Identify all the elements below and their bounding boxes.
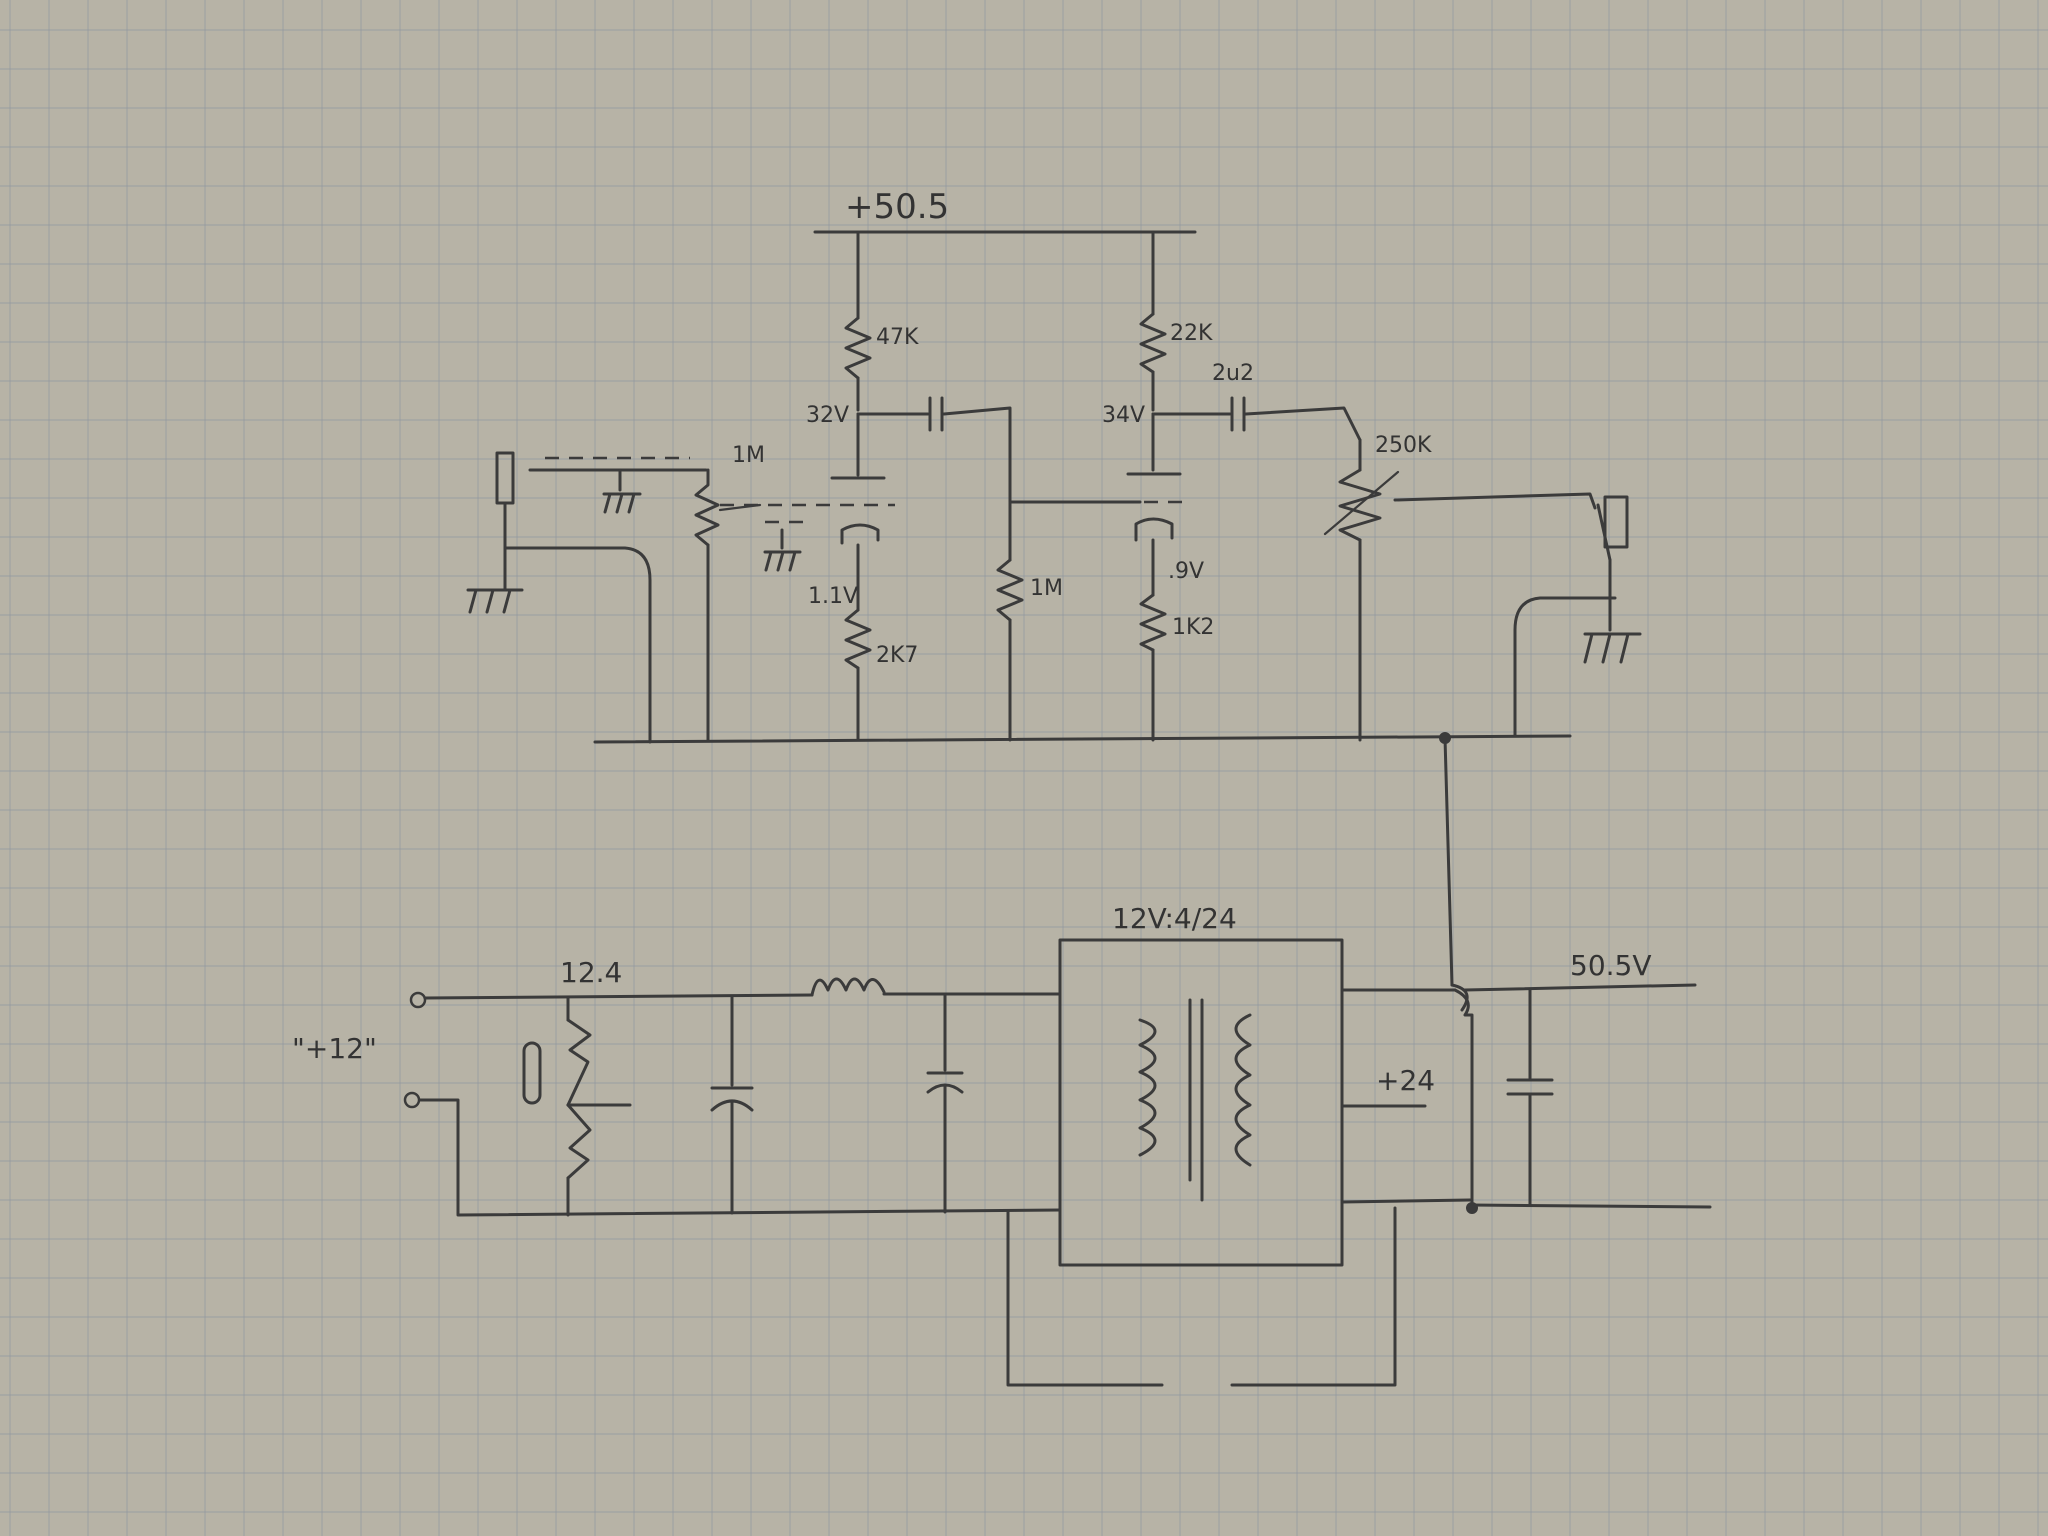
output-potentiometer-label: 250K [1375,433,1432,458]
input-terminal-positive [409,991,427,1009]
loop-wire-right [1230,1206,1397,1387]
resistor-upper [566,1018,592,1107]
wiper-wire [1393,492,1597,510]
input-potentiometer [694,468,720,547]
ground-bus [593,734,1572,744]
primary-winding [1138,1018,1157,1157]
power-supply-circuit: "+12" 12.4 12V:4/24 [292,902,1712,1387]
preamp-circuit: +50.5 47K 32V 1.1V 2K7 1M 22K 34 [466,187,1642,987]
input-terminal-negative [403,1091,421,1109]
transformer-module [1058,938,1344,1267]
node-voltage-1-label: 32V [806,403,849,428]
node-voltage-2-label: 34V [1102,403,1145,428]
ground-symbol [602,492,642,514]
tube-1-cathode [840,523,880,545]
fuse [522,1041,542,1105]
input-potentiometer-wiper [718,503,762,512]
input-wire [423,993,814,1000]
cathode-voltage-2-label: .9V [1168,559,1204,584]
output-jack [1603,495,1629,549]
ground-symbol [466,568,524,614]
wire [1596,503,1612,562]
cathode-resistor-2-label: 1K2 [1172,615,1214,640]
wire [942,406,1012,504]
junction-dot [1466,1202,1478,1214]
secondary-tap-label: +24 [1376,1064,1435,1097]
grid-resistor [996,558,1024,622]
ground-symbol [763,550,802,572]
return-wire [418,1098,1062,1217]
transformer-label: 12V:4/24 [1112,902,1237,935]
input-terminal-label: "+12" [292,1032,377,1065]
ground-symbol [1583,632,1642,664]
loop-wire-left [1006,1210,1164,1387]
supply-rail-label: +50.5 [845,187,949,227]
ground-link-wire [1443,736,1454,987]
plate-resistor-1-label: 47K [876,325,919,350]
output-potentiometer-arrow [1323,470,1400,536]
wire [1244,406,1362,442]
plate-resistor-2 [1139,312,1167,374]
resistor-lower [566,1103,592,1180]
output-potentiometer [1338,468,1382,542]
cathode-resistor-2 [1139,593,1167,652]
cathode-voltage-1-label: 1.1V [808,584,858,609]
plate-resistor-2-label: 22K [1170,321,1213,346]
secondary-winding [1234,1013,1252,1167]
wire-crossover [1450,983,1469,1012]
shield-wire [1513,596,1617,737]
wire [1340,1198,1472,1204]
coupling-capacitor-2-label: 2u2 [1212,361,1254,386]
input-voltage-label: 12.4 [560,956,622,989]
output-wire [1453,988,1474,1212]
cathode-resistor-1-label: 2K7 [876,643,918,668]
output-rail [1463,983,1697,992]
ground-return-wire [503,546,652,744]
input-potentiometer-label: 1M [732,443,765,468]
filter-inductor [810,977,886,997]
plate-resistor-1 [844,316,872,380]
cathode-resistor-1 [844,608,872,670]
output-voltage-label: 50.5V [1570,949,1652,982]
grid-resistor-label: 1M [1030,576,1063,601]
junction-dot [1439,732,1451,744]
tube-2-cathode [1134,517,1174,542]
output-ground [1468,1203,1712,1209]
